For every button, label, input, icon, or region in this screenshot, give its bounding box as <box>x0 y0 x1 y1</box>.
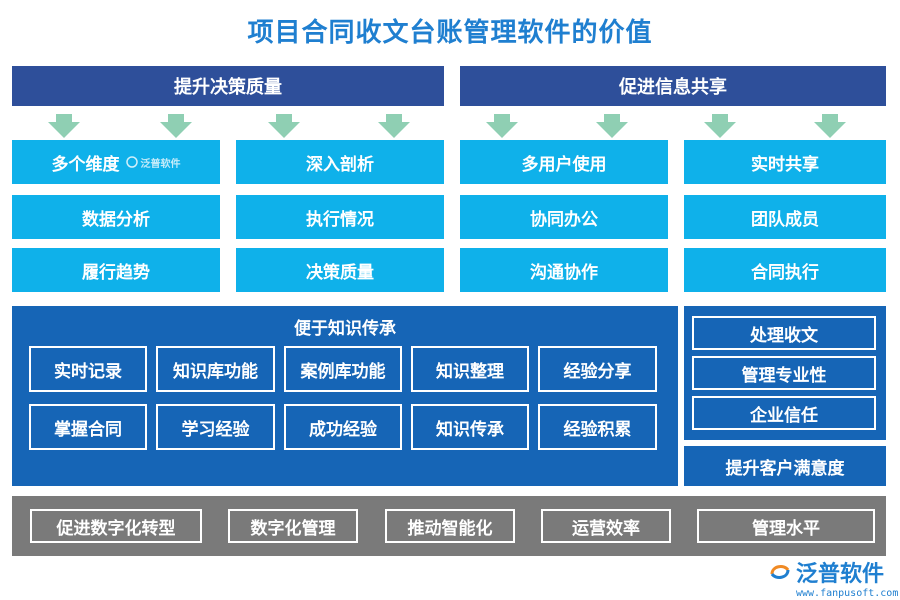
box-contract-exec: 合同执行 <box>684 248 886 292</box>
bottom-item: 数字化管理 <box>228 509 358 543</box>
knowledge-item: 经验分享 <box>538 346 657 392</box>
knowledge-item: 实时记录 <box>29 346 147 392</box>
box-decision-quality: 决策质量 <box>236 248 444 292</box>
bottom-item: 管理水平 <box>697 509 875 543</box>
header-improve-decision: 提升决策质量 <box>12 66 444 106</box>
right-item: 企业信任 <box>692 396 876 430</box>
knowledge-title: 便于知识传承 <box>294 319 396 339</box>
right-item: 管理专业性 <box>692 356 876 390</box>
down-arrow-icon <box>814 114 846 138</box>
down-arrow-icon <box>48 114 80 138</box>
box-multi-dimension: 多个维度 泛普软件 <box>12 140 220 184</box>
page-title: 项目合同收文台账管理软件的价值 <box>247 18 653 48</box>
down-arrow-icon <box>378 114 410 138</box>
box-trend: 履行趋势 <box>12 248 220 292</box>
box-multi-user: 多用户使用 <box>460 140 668 184</box>
down-arrow-icon <box>268 114 300 138</box>
logo-mark-icon <box>125 156 138 168</box>
knowledge-item: 成功经验 <box>284 404 402 450</box>
box-deep-analysis: 深入剖析 <box>236 140 444 184</box>
knowledge-item: 案例库功能 <box>284 346 402 392</box>
box-label: 多个维度 <box>51 154 120 175</box>
box-execution: 执行情况 <box>236 195 444 239</box>
down-arrow-icon <box>596 114 628 138</box>
logo-name: 泛普软件 <box>796 562 885 587</box>
watermark-small: 泛普软件 <box>125 155 181 170</box>
down-arrow-icon <box>704 114 736 138</box>
logo-url: www.fanpusoft.com <box>796 588 899 599</box>
bottom-item: 促进数字化转型 <box>30 509 202 543</box>
box-data-analysis: 数据分析 <box>12 195 220 239</box>
box-communication: 沟通协作 <box>460 248 668 292</box>
box-team-members: 团队成员 <box>684 195 886 239</box>
right-item: 处理收文 <box>692 316 876 350</box>
box-realtime-share: 实时共享 <box>684 140 886 184</box>
customer-satisfaction: 提升客户满意度 <box>684 446 886 486</box>
logo-swirl-icon <box>770 565 790 579</box>
knowledge-item: 知识整理 <box>411 346 529 392</box>
box-collab-office: 协同办公 <box>460 195 668 239</box>
header-share-info: 促进信息共享 <box>460 66 886 106</box>
knowledge-item: 学习经验 <box>156 404 275 450</box>
knowledge-item: 掌握合同 <box>29 404 147 450</box>
knowledge-item: 知识库功能 <box>156 346 275 392</box>
down-arrow-icon <box>160 114 192 138</box>
knowledge-item: 经验积累 <box>538 404 657 450</box>
bottom-item: 运营效率 <box>541 509 671 543</box>
knowledge-item: 知识传承 <box>411 404 529 450</box>
knowledge-panel <box>12 306 678 486</box>
brand-logo: 泛普软件 www.fanpusoft.com <box>768 556 899 599</box>
bottom-item: 推动智能化 <box>385 509 515 543</box>
down-arrow-icon <box>486 114 518 138</box>
